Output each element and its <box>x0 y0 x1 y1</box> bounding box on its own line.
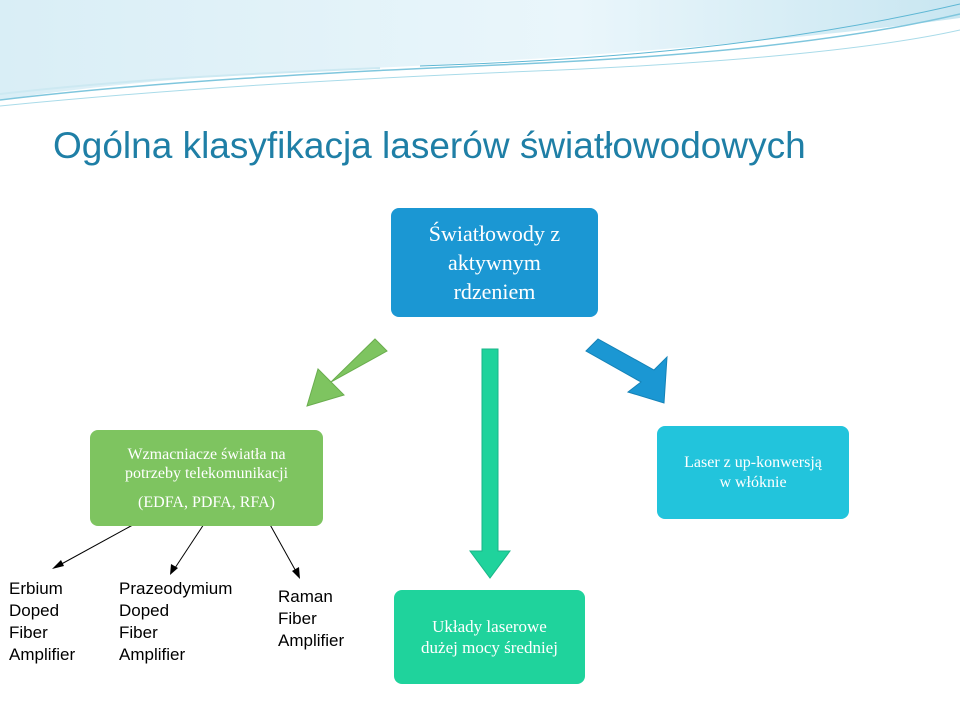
leaf-erbium-line-1: Erbium <box>9 579 63 598</box>
arrowhead-raman <box>292 567 300 579</box>
arrow-to-upconversion <box>585 338 668 404</box>
high-power-line-2: dużej mocy średniej <box>421 638 558 657</box>
leaf-erbium-line-3: Fiber <box>9 623 48 642</box>
upconversion-line-1: Laser z up-konwersją <box>684 453 822 471</box>
arrow-to-amplifiers <box>306 338 388 407</box>
upconversion-line-2: w włóknie <box>719 473 787 491</box>
leaf-erbium-line-4: Amplifier <box>9 645 76 664</box>
high-power-line-1: Układy laserowe <box>432 617 547 636</box>
leaf-raman-line-2: Fiber <box>278 609 317 628</box>
high-power-node: Układy laserowe dużej mocy średniej <box>394 590 585 684</box>
leaf-raman-line-1: Raman <box>278 587 333 606</box>
connector-to-erbium <box>55 520 141 568</box>
root-node: Światłowody z aktywnym rdzeniem <box>391 208 598 317</box>
root-line-1: Światłowody z <box>428 221 561 246</box>
arrowhead-erbium <box>52 560 64 569</box>
amplifiers-node: Wzmacniacze światła na potrzeby telekomu… <box>90 430 323 526</box>
leaf-praseodymium-line-1: Prazeodymium <box>119 579 233 598</box>
leaf-praseodymium-line-4: Amplifier <box>119 645 186 664</box>
leaf-raman: Raman Fiber Amplifier <box>278 586 344 652</box>
header-wave-line-3 <box>419 3 960 67</box>
root-line-3: rdzeniem <box>453 279 536 304</box>
header-wave-line-4 <box>0 67 381 95</box>
connector-to-raman <box>267 520 299 576</box>
upconversion-node: Laser z up-konwersją w włóknie <box>657 426 849 519</box>
leaf-raman-line-3: Amplifier <box>278 631 345 650</box>
header-wave-line-1 <box>0 13 960 101</box>
leaf-praseodymium: Prazeodymium Doped Fiber Amplifier <box>119 578 232 666</box>
header-wave-line-2 <box>0 29 960 107</box>
leaf-erbium: Erbium Doped Fiber Amplifier <box>9 578 75 666</box>
amplifiers-sub: (EDFA, PDFA, RFA) <box>138 493 275 511</box>
root-line-2: aktywnym <box>448 250 541 275</box>
amplifiers-line-2: potrzeby telekomunikacji <box>124 464 289 482</box>
arrow-to-high-power <box>469 348 511 579</box>
connector-to-praseodymium <box>172 520 207 572</box>
arrowhead-praseodymium <box>170 564 178 575</box>
amplifiers-line-1: Wzmacniacze światła na <box>127 445 286 463</box>
leaf-praseodymium-line-2: Doped <box>119 601 170 620</box>
slide-title: Ogólna klasyfikacja laserów światłowodow… <box>53 125 806 166</box>
leaf-erbium-line-2: Doped <box>9 601 60 620</box>
leaf-praseodymium-line-3: Fiber <box>119 623 158 642</box>
